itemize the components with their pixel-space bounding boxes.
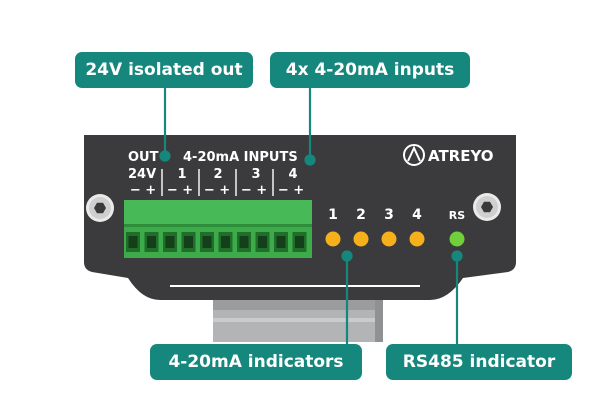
terminal-slot-opening (221, 236, 230, 248)
callout-analog-indicators: 4-20mA indicators (150, 344, 362, 380)
polarity-ch4: − + (278, 183, 304, 198)
polarity-ch1: − + (167, 183, 193, 198)
analog-led-4 (409, 231, 425, 247)
terminal-slot-opening (184, 236, 193, 248)
terminal-slot-opening (276, 236, 286, 248)
out-voltage-label: 24V (128, 167, 156, 182)
channel-number-2: 2 (213, 167, 222, 182)
analog-led-3 (381, 231, 397, 247)
polarity-ch2: − + (204, 183, 230, 198)
analog-led-1 (325, 231, 341, 247)
callout-rs485-indicator: RS485 indicator (386, 344, 572, 380)
out-label: OUT (128, 150, 159, 165)
terminal-slots (126, 232, 307, 252)
polarity-separators (161, 169, 274, 196)
left-screw-icon (86, 194, 114, 222)
terminal-slot-opening (258, 236, 267, 248)
callout-4x-analog-inputs: 4x 4-20mA inputs (270, 52, 470, 88)
rs-label: RS (449, 209, 465, 222)
din-rail-clip (213, 300, 383, 342)
inputs-label: 4-20mA INPUTS (183, 150, 298, 165)
callout-pointers (159, 88, 463, 344)
led-number-2: 2 (356, 207, 366, 223)
channel-number-3: 3 (251, 167, 260, 182)
led-number-4: 4 (412, 207, 422, 223)
callout-24v-isolated-out: 24V isolated out (75, 52, 253, 88)
terminal-slot-opening (128, 236, 138, 248)
terminal-slot-opening (295, 236, 304, 248)
brand-name: ATREYO (428, 147, 494, 165)
terminal-slot-opening (202, 236, 212, 248)
terminal-slot-opening (147, 236, 156, 248)
rs485-led (449, 231, 465, 247)
led-number-3: 3 (384, 207, 394, 223)
polarity-ch3: − + (241, 183, 267, 198)
channel-number-4: 4 (288, 167, 297, 182)
polarity-out: − + (130, 183, 156, 198)
terminal-slot-opening (165, 236, 175, 248)
channel-number-1: 1 (177, 167, 186, 182)
right-screw-icon (473, 193, 501, 221)
terminal-slot-opening (239, 236, 249, 248)
atreyo-logo-icon (403, 144, 425, 166)
analog-led-2 (353, 231, 369, 247)
led-number-1: 1 (328, 207, 338, 223)
